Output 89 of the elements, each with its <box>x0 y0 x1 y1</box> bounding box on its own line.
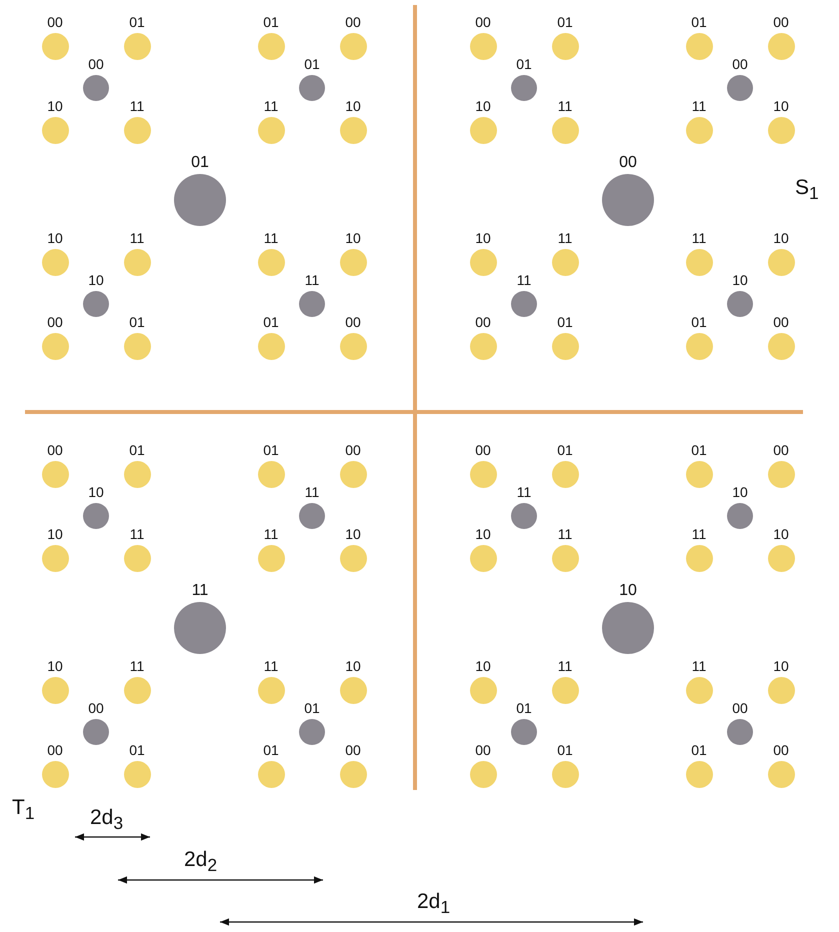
point-label: 11 <box>264 658 278 674</box>
point-label: 00 <box>345 742 361 758</box>
point-label: 11 <box>558 526 572 542</box>
point-label: 11 <box>264 98 278 114</box>
point-label: 10 <box>47 98 63 114</box>
point-label: 10 <box>47 230 63 246</box>
axis-label: T$_{1}$ <box>12 796 35 826</box>
point-label: 01 <box>129 314 145 330</box>
point-label: 11 <box>516 272 532 288</box>
point-label: 00 <box>345 442 361 458</box>
point-label: 11 <box>516 484 532 500</box>
point-label: 00 <box>475 742 491 758</box>
point-label: 10 <box>475 658 491 674</box>
point-label: 01 <box>263 442 279 458</box>
point-label: 00 <box>345 314 361 330</box>
point-label: 01 <box>557 442 573 458</box>
point-label: 00 <box>773 314 789 330</box>
point-label: 00 <box>773 742 789 758</box>
point-label: 10 <box>773 98 789 114</box>
point-label: 00 <box>47 314 63 330</box>
point-label: 10 <box>345 230 361 246</box>
point-label: 11 <box>130 526 144 542</box>
point-label: 11 <box>130 230 144 246</box>
point-label: 11 <box>264 230 278 246</box>
point-label: 10 <box>475 98 491 114</box>
point-label: 00 <box>475 314 491 330</box>
point-label: 10 <box>732 272 748 288</box>
point-label: 01 <box>691 14 707 30</box>
point-label: 11 <box>692 658 706 674</box>
point-label: 11 <box>692 98 706 114</box>
point-label: 10 <box>345 526 361 542</box>
point-label: 01 <box>304 700 320 716</box>
point-label: 11 <box>558 230 572 246</box>
point-label: 00 <box>47 742 63 758</box>
point-label: 10 <box>47 526 63 542</box>
axis-label: S$_{1}$ <box>795 176 819 206</box>
point-label: 00 <box>345 14 361 30</box>
point-label: 11 <box>692 230 706 246</box>
point-label: 11 <box>558 98 572 114</box>
point-label: 11 <box>692 526 706 542</box>
point-label: 01 <box>263 742 279 758</box>
point-label: 11 <box>192 583 208 599</box>
point-label: 00 <box>475 442 491 458</box>
dimension-label: 2d$_{2}$ <box>184 848 218 878</box>
point-label: 01 <box>129 442 145 458</box>
point-label: 01 <box>691 742 707 758</box>
point-label: 01 <box>557 14 573 30</box>
point-label: 00 <box>732 56 748 72</box>
point-label: 01 <box>129 742 145 758</box>
point-label: 00 <box>88 56 104 72</box>
point-label: 01 <box>557 742 573 758</box>
point-label: 11 <box>558 658 572 674</box>
point-label: 10 <box>475 526 491 542</box>
point-label: 01 <box>191 155 209 171</box>
point-label: 11 <box>304 484 320 500</box>
point-label: 11 <box>264 526 278 542</box>
point-label: 10 <box>475 230 491 246</box>
point-label: 10 <box>88 484 104 500</box>
point-label: 01 <box>304 56 320 72</box>
point-label: 00 <box>475 14 491 30</box>
point-label: 00 <box>619 155 637 171</box>
dimension-label: 2d$_{3}$ <box>90 806 124 836</box>
point-label: 10 <box>345 98 361 114</box>
point-label: 01 <box>557 314 573 330</box>
point-label: 00 <box>773 14 789 30</box>
point-label: 10 <box>773 658 789 674</box>
point-label: 10 <box>619 583 637 599</box>
point-label: 00 <box>47 14 63 30</box>
point-label: 00 <box>732 700 748 716</box>
point-label: 01 <box>691 314 707 330</box>
point-label: 11 <box>130 98 144 114</box>
point-label: 01 <box>129 14 145 30</box>
point-label: 00 <box>88 700 104 716</box>
point-label: 11 <box>130 658 144 674</box>
point-label: 01 <box>691 442 707 458</box>
point-label: 11 <box>304 272 320 288</box>
point-label: 10 <box>773 230 789 246</box>
dimension-label: 2d$_{1}$ <box>417 890 450 920</box>
point-label: 01 <box>516 56 532 72</box>
point-label: 10 <box>773 526 789 542</box>
point-label: 10 <box>47 658 63 674</box>
point-label: 10 <box>88 272 104 288</box>
point-label: 00 <box>47 442 63 458</box>
point-label: 01 <box>263 314 279 330</box>
point-label: 10 <box>345 658 361 674</box>
point-label: 00 <box>773 442 789 458</box>
point-label: 01 <box>516 700 532 716</box>
point-label: 10 <box>732 484 748 500</box>
point-label: 01 <box>263 14 279 30</box>
